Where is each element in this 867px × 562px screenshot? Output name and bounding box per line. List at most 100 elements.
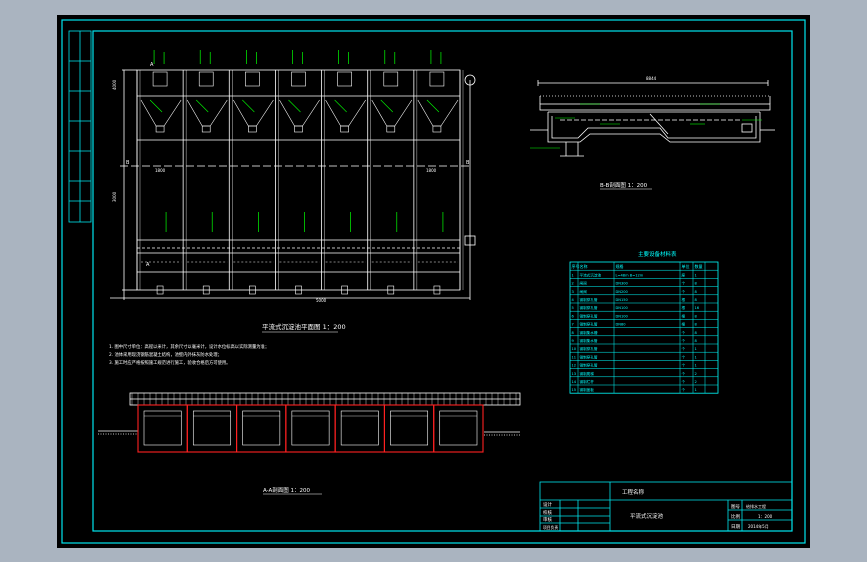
tb-value-drawing-no: 给排水工程 xyxy=(746,503,766,509)
inner-border xyxy=(92,30,793,532)
drain-valve xyxy=(433,285,441,295)
title-block-text: 工程名称 平流式沉淀池 设计 校核 审核 项目负责 图号 比例 日期 给排水工程… xyxy=(543,488,773,530)
hopper-outlet xyxy=(201,125,211,133)
table-cell: 2 xyxy=(695,380,697,384)
dim-inner-left: 1800 xyxy=(155,168,166,173)
section-aa-railings xyxy=(131,393,517,405)
table-cell: 2 xyxy=(572,282,574,286)
section-bb-annotations xyxy=(530,103,762,149)
table-cell: 8 xyxy=(572,331,575,335)
tb-value-date: 2014年5月 xyxy=(748,523,769,529)
table-cell: 1 xyxy=(695,273,697,277)
table-cell: 个 xyxy=(682,289,686,294)
table-cell: 钢制盖板 xyxy=(580,387,595,392)
tb-drawing-title: 平流式沉淀池 xyxy=(630,512,664,520)
drain-valve xyxy=(202,285,210,295)
table-cell: DN150 xyxy=(616,298,629,302)
table-cell: DN100 xyxy=(616,314,629,318)
tb-label-lead: 项目负责 xyxy=(543,525,558,530)
table-header-cell: 数量 xyxy=(695,263,703,269)
note-2: 2. 池体采用现浇钢筋混凝土结构，池壁内外抹灰防水处理； xyxy=(109,351,222,358)
table-cell: 个 xyxy=(682,387,686,392)
plan-view-title: 平流式沉淀池平面图 1：200 xyxy=(262,322,346,331)
inlet-valve-symbol xyxy=(464,74,476,86)
outer-border xyxy=(61,19,806,544)
binding-strip xyxy=(68,30,92,223)
tb-label-drawing-no: 图号 xyxy=(731,504,740,510)
table-cell: DN100 xyxy=(616,306,629,310)
table-cell: 8 xyxy=(695,298,698,302)
table-cell: 8 xyxy=(695,339,698,343)
table-cell: 4 xyxy=(572,298,575,302)
tank-cell-interior xyxy=(192,410,231,446)
inlet-chamber xyxy=(198,71,214,87)
table-cell: 12 xyxy=(572,364,577,368)
table-cell: 钢制栏杆 xyxy=(580,379,595,384)
table-cell: 1 xyxy=(695,355,697,359)
table-cell: 14 xyxy=(572,380,577,384)
title-block xyxy=(539,481,793,532)
table-cell: 1 xyxy=(695,388,697,392)
table-cell: 根 xyxy=(682,322,686,327)
table-cell: 2 xyxy=(695,372,697,376)
table-cell: 9 xyxy=(572,339,575,343)
table-cell: 钢制穿孔管 xyxy=(580,354,598,359)
table-cell: 8 xyxy=(695,314,698,318)
table-cell: 个 xyxy=(682,379,686,384)
section-bb-top-dim: 8844 xyxy=(646,76,657,81)
table-cell: 8 xyxy=(695,282,698,286)
annotation-leader xyxy=(288,99,301,113)
table-cell: 8 xyxy=(695,290,698,294)
inlet-chamber xyxy=(245,71,260,87)
plan-valve-symbols xyxy=(464,74,476,246)
section-bb xyxy=(530,80,775,157)
table-cell: 个 xyxy=(682,330,686,335)
inlet-chamber xyxy=(291,71,306,87)
annotation-leader xyxy=(334,99,347,113)
tank-cell-interior xyxy=(291,410,330,446)
table-cell: DN200 xyxy=(616,290,629,294)
plan-section-markers: A A B B xyxy=(126,62,470,268)
table-cell: 个 xyxy=(682,281,686,286)
inlet-chamber xyxy=(429,71,445,87)
general-notes: 1. 图中尺寸单位：高程以米计，其余尺寸以毫米计，设计水位标高以实际测量为准； … xyxy=(109,343,269,366)
hopper-outlet xyxy=(294,125,303,133)
table-cell: 6 xyxy=(572,314,575,318)
table-cell: 5 xyxy=(572,306,574,310)
annotation-leader xyxy=(380,99,393,113)
table-cell: 钢制穿孔管 xyxy=(580,313,598,318)
table-cell: 钢制穿孔管 xyxy=(580,305,598,310)
hopper-outlet xyxy=(386,125,396,133)
tank-cell-interior xyxy=(143,410,182,446)
plan-hoppers xyxy=(140,71,459,295)
drain-valve xyxy=(249,285,256,295)
tb-label-check: 校核 xyxy=(543,509,552,516)
table-cell: 7 xyxy=(572,323,574,327)
table-cell: 闸阀 xyxy=(580,281,588,286)
tb-label-scale: 比例 xyxy=(731,513,740,520)
table-cell: DN300 xyxy=(616,282,629,286)
table-header-cell: 序号 xyxy=(572,263,580,269)
table-cell: 钢制穿孔管 xyxy=(580,322,598,327)
table-cell: 座 xyxy=(682,272,686,277)
hopper-outlet xyxy=(248,125,257,133)
hopper-outlet xyxy=(340,125,349,133)
dim-bottom: 5000 xyxy=(316,298,327,303)
marker-b-right: B xyxy=(466,160,470,166)
table-cell: 1 xyxy=(695,347,697,351)
section-bb-title: B-B剖面图 1：200 xyxy=(600,181,648,189)
plan-dims: 4000 1800 1800 3000 5000 xyxy=(112,79,437,303)
dim-left-mid: 3000 xyxy=(112,191,117,202)
tb-label-design: 设计 xyxy=(543,501,552,508)
tank-cell-interior xyxy=(439,410,478,446)
table-cell: 个 xyxy=(682,338,686,343)
table-cell: 1 xyxy=(695,364,697,368)
tb-label-review: 审核 xyxy=(543,516,552,523)
table-cell: 13 xyxy=(572,372,577,376)
table-cell: 根 xyxy=(682,297,686,302)
tb-value-scale: 1：200 xyxy=(758,514,773,519)
table-cell: 15 xyxy=(572,388,577,392)
table-header-cell: 规格 xyxy=(616,263,624,269)
tank-cell-interior xyxy=(340,410,379,446)
